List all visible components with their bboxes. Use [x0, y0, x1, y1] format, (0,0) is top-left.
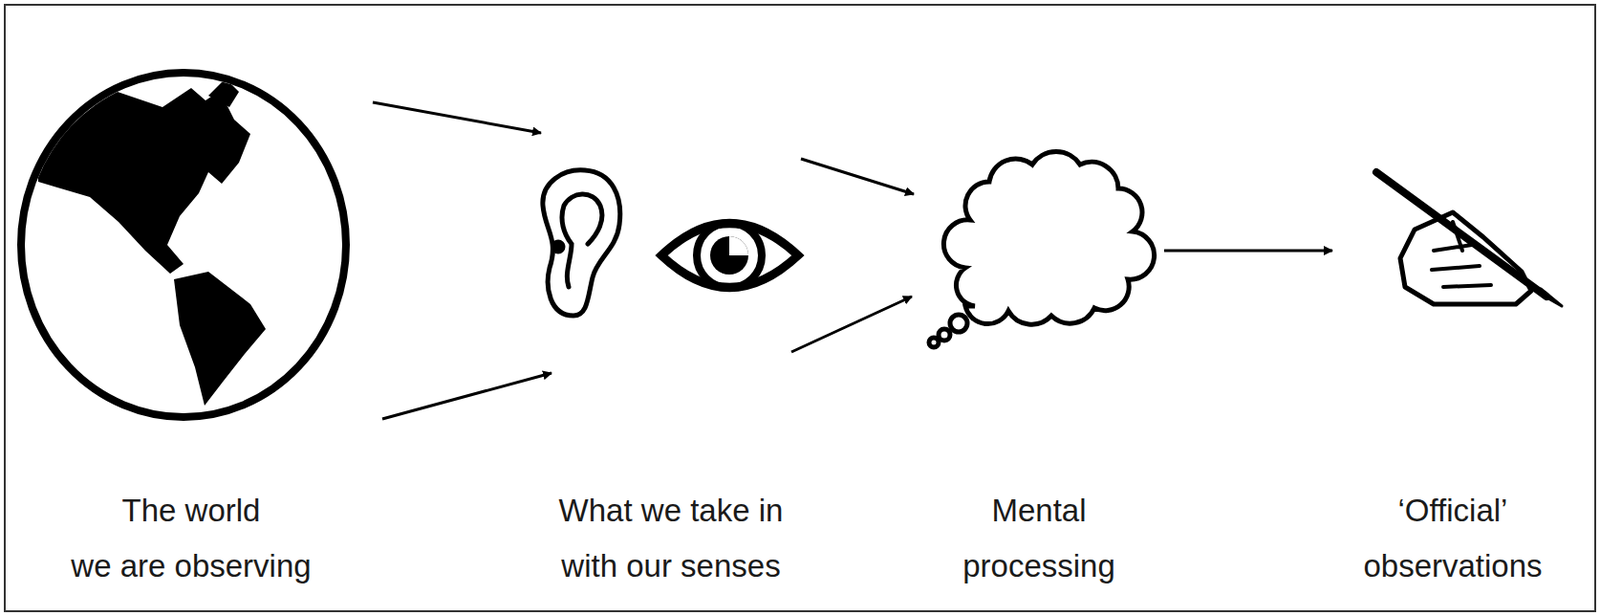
step-node: ‘Official’ observations [1338, 57, 1568, 603]
ear-icon [542, 170, 621, 316]
step-caption: The world we are observing [15, 482, 368, 594]
step-node: The world we are observing [15, 57, 368, 603]
writing-hand-icon [1376, 172, 1562, 306]
flow-arrow [372, 102, 541, 133]
eye-icon [661, 222, 799, 288]
flow-arrow [791, 296, 912, 352]
flow-arrow [382, 372, 552, 419]
flow-arrow [800, 158, 914, 195]
thought-cloud-icon [929, 151, 1155, 347]
step-caption: Mental processing [919, 482, 1159, 594]
globe-icon [21, 72, 346, 417]
frame [4, 4, 1596, 611]
step-caption: What we take in with our senses [546, 482, 796, 594]
step-node: What we take in with our senses [546, 57, 796, 603]
step-caption: ‘Official’ observations [1338, 482, 1568, 594]
flow-arrow [1164, 249, 1333, 253]
step-node: Mental processing [919, 57, 1159, 603]
